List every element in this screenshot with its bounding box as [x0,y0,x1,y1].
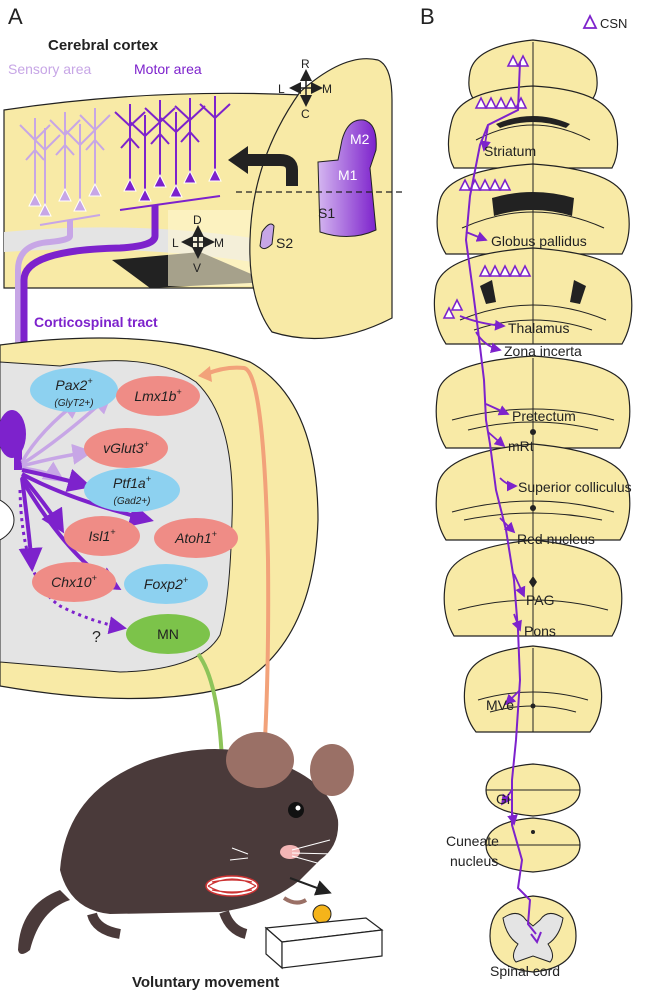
neuron-vglut3-label: vGlut3+ [103,439,149,456]
neuron-foxp2 [124,564,208,604]
tract-label: Corticospinal tract [34,314,158,330]
neuron-foxp2-label: Foxp2+ [144,575,188,592]
compass-rc-r: R [301,57,310,71]
caption: Voluntary movement [132,974,279,991]
region-superior-colliculus: Superior colliculus [518,479,632,495]
section-arrow [244,154,298,186]
neuron-atoh1-label: Atoh1+ [174,529,217,546]
mn-label: MN [157,626,179,642]
compass-rc-l: L [278,82,285,96]
question-mark: ? [92,629,101,646]
csn-legend-label: CSN [600,16,627,31]
compass-dv-d: D [193,213,202,227]
neuron-isl1-label: Isl1+ [88,527,115,544]
cortex-box [3,92,303,289]
area-s1: S1 [318,205,335,221]
region-mve: MVe [486,697,514,713]
motor-area-label: Motor area [134,61,202,77]
compass-dv [181,225,212,259]
region-striatum: Striatum [484,143,536,159]
csn-branches [459,125,526,826]
compass-dv-v: V [193,261,201,275]
region-cuneate-2: nucleus [450,853,498,869]
region-cuneate-1: Cuneate [446,833,499,849]
csn-legend-icon [582,13,598,29]
sensory-axon [15,220,73,420]
region-mrt: mRt [508,438,534,454]
reach-arrow [289,877,332,896]
neuron-chx10 [32,562,116,602]
compass-dv-m: M [214,236,224,250]
neuron-isl1 [64,516,140,556]
sensory-area-label: Sensory area [8,61,91,77]
region-globus-pallidus: Globus pallidus [491,233,587,249]
neuron-lmx1b-label: Lmx1b+ [134,387,181,404]
neuron-lmx1b [116,376,200,416]
neuron-pax2 [30,368,118,412]
region-pons: Pons [524,623,556,639]
region-labels: Striatum Globus pallidus Thalamus Zona i… [446,143,632,979]
m1-area [317,119,377,237]
cortex-title: Cerebral cortex [48,37,159,54]
neuron-pax2-sub: (GlyT2+) [54,398,93,409]
compass-rc [289,69,323,107]
region-pag: PAG [526,592,555,608]
mn-projection-dotted [18,489,127,635]
neuron-ptf1a [84,468,180,512]
area-s2: S2 [276,235,293,251]
motor-axon [20,205,159,420]
mouse [18,732,354,954]
neuron-chx10-label: Chx10+ [51,573,97,590]
motor-somas [123,167,222,202]
central-canal [0,499,15,541]
region-zona-incerta: Zona incerta [504,343,582,359]
panel-b-label: B [420,4,435,29]
compass-dv-l: L [172,236,179,250]
s2-area [259,223,275,250]
region-red-nucleus: Red nucleus [517,531,595,547]
neuron-atoh1 [154,518,238,558]
panel-a-label: A [8,4,23,29]
compass-rc-m: M [322,82,332,96]
pellet [312,904,332,924]
section-dark-regions [480,116,586,834]
neuron-pax2-label: Pax2+ [55,376,92,393]
region-spinal-cord: Spinal cord [490,963,560,979]
neuron-ptf1a-sub: (Gad2+) [114,496,151,507]
neuron-ptf1a-label: Ptf1a+ [113,474,151,491]
area-m1: M1 [338,167,358,183]
csn-tract-end [530,931,542,945]
neuron-vglut3 [84,428,168,468]
sensory-feedback-head [198,366,212,382]
region-thalamus: Thalamus [508,320,569,336]
region-pretectum: Pretectum [512,408,576,424]
region-gi: Gi [496,791,510,807]
area-m2: M2 [350,131,370,147]
motor-neuron [126,614,210,654]
compass-rc-c: C [301,107,310,121]
csn-main-tract [464,61,537,935]
platform [264,917,384,970]
sensory-somas [28,182,102,217]
motor-neurons [114,96,231,211]
section-arrow-head [228,146,248,174]
